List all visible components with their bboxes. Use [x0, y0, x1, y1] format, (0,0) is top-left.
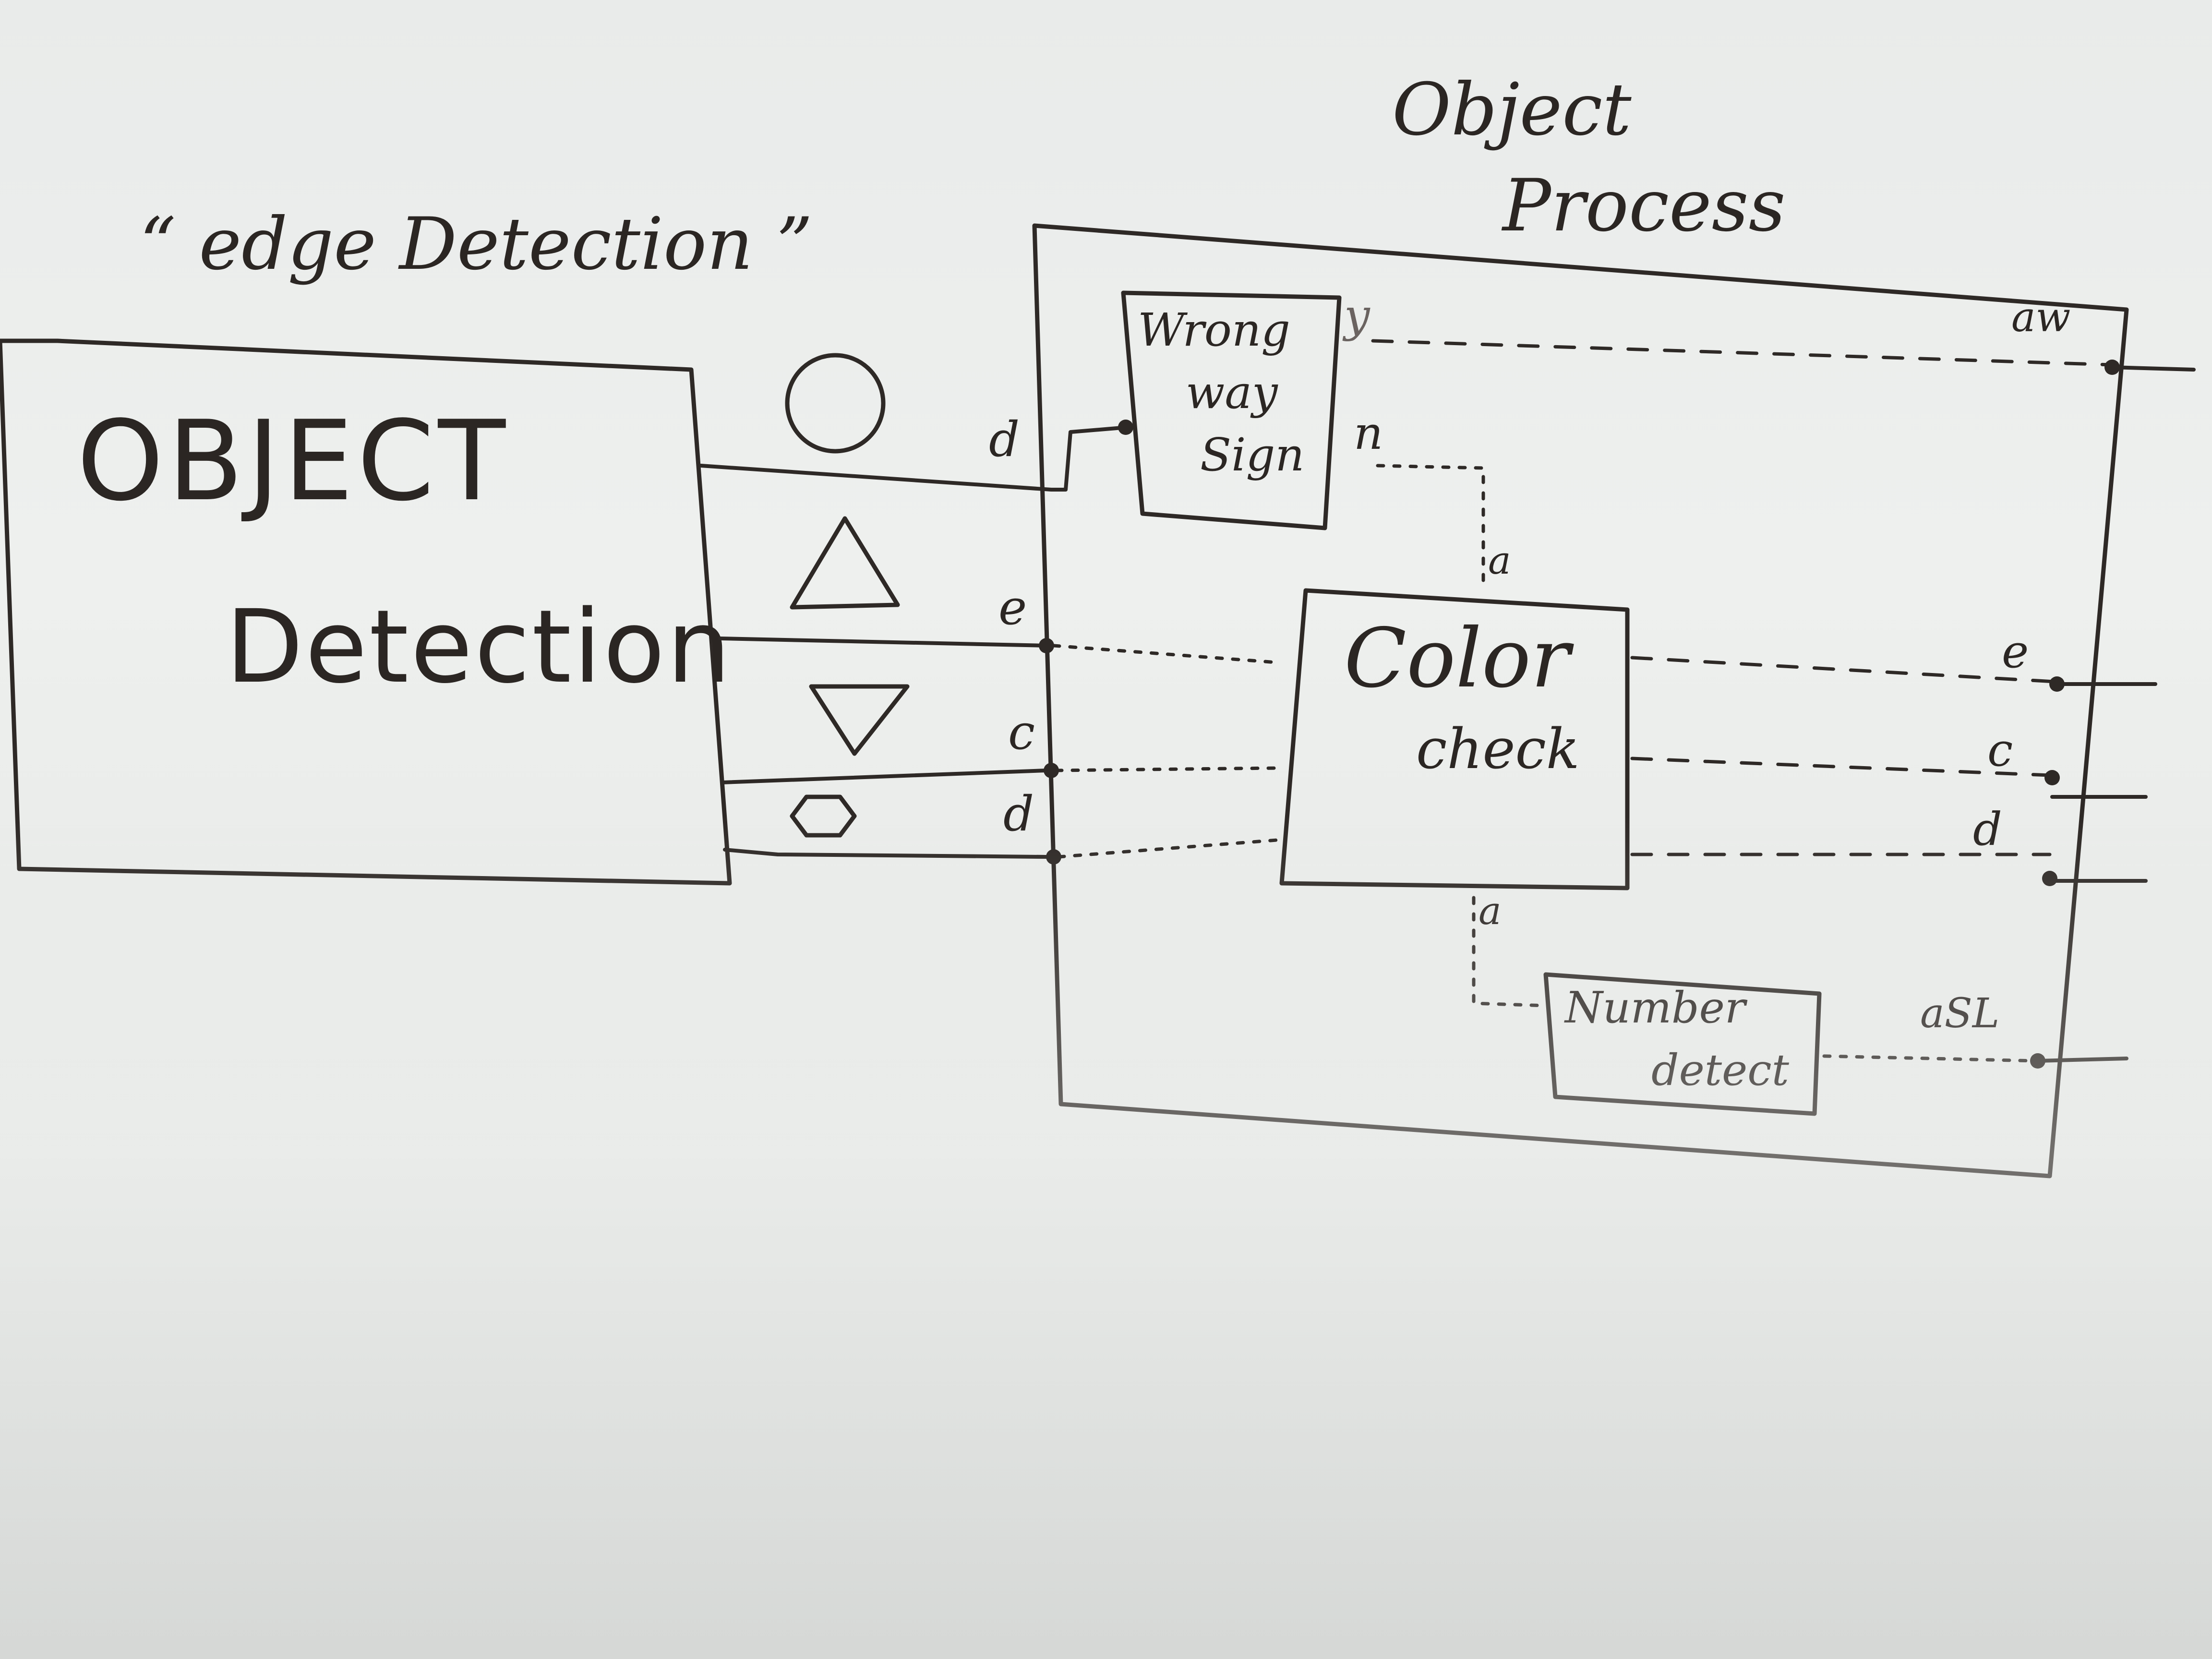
number-detect-line1: Number [1564, 983, 1748, 1033]
shape-triangle [790, 516, 900, 610]
wrong-way-sign-line1: Wrong [1138, 304, 1290, 357]
color-check-line2: check [1416, 717, 1580, 781]
dotted-n-to-color-check [1376, 464, 1485, 583]
edge-detection-title: “ edge Detection ” [139, 203, 813, 286]
output-port-label-d: d [1973, 803, 2002, 856]
dotted-input3-to-color-check [1054, 766, 1279, 772]
wrong-way-sign-input-dot [1118, 420, 1133, 435]
object-detection-title-line1: OBJECT [77, 397, 509, 526]
dashed-y-to-aw [1371, 339, 2114, 367]
wrong-way-sign-n-label: n [1354, 407, 1383, 460]
object-detection-box [0, 338, 732, 886]
input-port-label-4: d [1003, 786, 1034, 842]
wire-inverted-triangle [721, 769, 1048, 784]
wrong-way-sign-line2: way [1186, 366, 1278, 419]
output-port-label-c: c [1987, 724, 2013, 777]
shape-circle [785, 353, 886, 454]
object-detection-title-line2: Detection [226, 588, 733, 706]
input-port-label-1: d [989, 411, 1020, 468]
input-port-label-3: c [1008, 704, 1035, 760]
color-check-out-label: a [1479, 889, 1502, 933]
wire-circle [699, 464, 1053, 492]
color-check-in-label: a [1488, 538, 1511, 583]
wire-triangle [718, 637, 1048, 648]
output-port-label-asl: aSL [1920, 990, 1999, 1037]
wrong-way-sign-line3: Sign [1200, 429, 1304, 481]
object-process-label-line2: Process [1501, 164, 1786, 248]
shape-hexagon [790, 794, 857, 838]
wire-into-wrong-way-sign [1049, 425, 1130, 492]
input-port-dot-2 [1039, 638, 1054, 653]
output-stub-aw [2110, 365, 2196, 372]
number-detect-line2: detect [1651, 1045, 1790, 1095]
input-port-dot-3 [1044, 763, 1059, 778]
output-stub-asl [2036, 1057, 2128, 1063]
object-process-label-line1: Object [1392, 68, 1632, 152]
color-check-line1: Color [1344, 611, 1574, 706]
wire-hexagon [723, 848, 1048, 859]
wrong-way-sign-box [1121, 290, 1342, 530]
output-port-label-e: e [2002, 625, 2029, 678]
dashed-color-check-to-c [1630, 757, 2052, 777]
dotted-input4-to-color-check [1057, 838, 1279, 859]
dashed-color-check-to-e [1630, 656, 2056, 684]
object-process-box [1032, 223, 2129, 1178]
input-port-label-2: e [998, 579, 1027, 636]
dotted-input2-to-color-check [1052, 644, 1279, 664]
dotted-color-check-to-number-detect [1472, 896, 1548, 1008]
color-check-box [1279, 588, 1630, 890]
number-detect-box [1543, 972, 1822, 1116]
wrong-way-sign-y-label: y [1342, 289, 1370, 342]
output-port-dot-c [2044, 770, 2060, 785]
output-port-label-aw: aw [2011, 294, 2070, 341]
input-port-dot-4 [1046, 849, 1061, 865]
shape-inverted-triangle [809, 684, 910, 756]
dotted-number-detect-to-asl [1822, 1054, 2037, 1063]
output-port-dot-d [2042, 871, 2057, 886]
